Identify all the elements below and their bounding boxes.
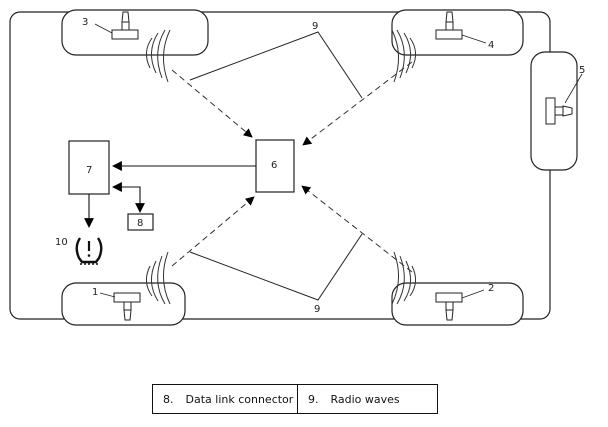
tire-pressure-warning-icon	[75, 237, 103, 265]
sensor-rear-left-icon	[113, 292, 141, 321]
callout-7: 7	[86, 165, 92, 176]
legend-label: Radio waves	[330, 392, 400, 406]
callout-6: 6	[271, 160, 277, 171]
callout-9-top: 9	[312, 21, 318, 32]
callout-8: 8	[137, 218, 143, 229]
callout-4: 4	[488, 40, 494, 51]
wheel-rear-right	[391, 282, 524, 326]
callout-3: 3	[82, 17, 88, 28]
callout-1: 1	[92, 287, 98, 298]
legend-number: 9.	[308, 392, 319, 406]
callout-9-bottom: 9	[314, 304, 320, 315]
legend-number: 8.	[163, 392, 174, 406]
sensor-rear-right-icon	[435, 292, 463, 321]
sensor-front-left-icon	[111, 11, 139, 40]
control-module-box	[68, 140, 110, 195]
radio-wave-leader-lines	[189, 31, 363, 301]
tpms-system-diagram: 1 2 3 4 5 6 7 8 9 9 10	[9, 9, 585, 326]
callout-leader-lines	[94, 23, 583, 299]
callout-5: 5	[579, 65, 585, 76]
callout-10: 10	[55, 237, 68, 248]
legend-label: Data link connector	[185, 392, 294, 406]
legend-item-data-link-connector: 8. Data link connector	[153, 385, 297, 413]
callout-2: 2	[488, 283, 494, 294]
legend-table: 8. Data link connector 9. Radio waves	[152, 384, 438, 414]
data-link-connector-box	[127, 213, 154, 231]
legend-item-radio-waves: 9. Radio waves	[297, 385, 437, 413]
radio-wave-arrows	[171, 61, 413, 273]
sensor-spare-icon	[545, 97, 573, 125]
signal-connections	[84, 161, 256, 228]
sensor-front-right-icon	[435, 11, 463, 40]
radio-wave-arcs	[146, 29, 416, 305]
